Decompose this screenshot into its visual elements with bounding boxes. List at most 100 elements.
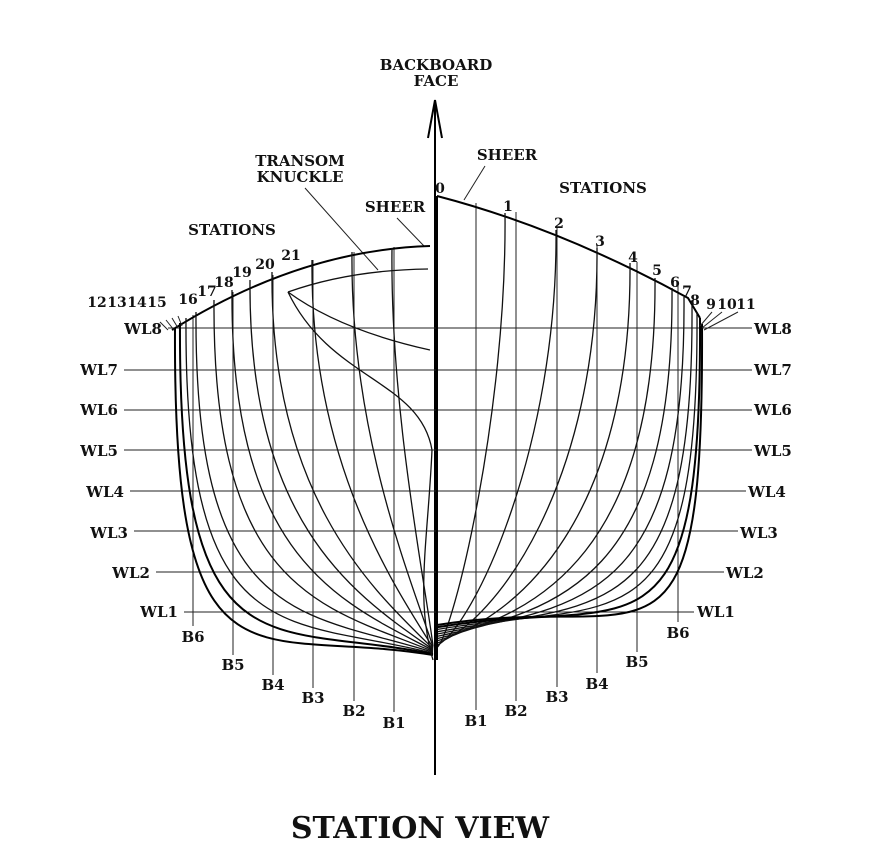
- station-number: 9: [706, 297, 716, 313]
- station-number: 18: [214, 275, 233, 291]
- leader-lines: [304, 165, 486, 271]
- waterline-labels-left: WL8 WL7 WL6 WL5 WL4 WL3 WL2 WL1: [79, 320, 178, 621]
- station-number: 12: [87, 295, 106, 311]
- waterline-labels-right: WL8 WL7 WL6 WL5 WL4 WL3 WL2 WL1: [696, 320, 792, 621]
- station-number: 16: [178, 292, 197, 308]
- station-curve-aft: [173, 327, 434, 656]
- wl-label-right: WL1: [696, 603, 735, 621]
- station-curve-aft: [213, 299, 434, 652]
- backboard-label-line1: BACKBOARD: [380, 56, 492, 74]
- station-curve-aft: [391, 247, 434, 646]
- station-curve-aft: [271, 271, 434, 650]
- sheer-line-aft: [171, 245, 431, 331]
- b-label-left: B5: [221, 656, 244, 674]
- b-label-right: B2: [504, 702, 527, 720]
- station-curve-fwd: [436, 323, 704, 626]
- station-curve-fwd: [436, 317, 702, 629]
- station-leader-tick: [177, 315, 183, 327]
- centerline: [427, 99, 443, 775]
- station-curve-fwd: [436, 212, 506, 649]
- wl-label-right: WL3: [739, 524, 778, 542]
- station-leader-tick: [703, 311, 739, 331]
- b-label-left: B4: [261, 676, 284, 694]
- transom-lower-line: [287, 291, 431, 351]
- station-leader-tick: [171, 317, 179, 329]
- b-label-left: B6: [181, 628, 204, 646]
- station-curve-aft: [311, 259, 434, 649]
- station-leader-tick: [701, 311, 723, 329]
- station-leader-tick: [699, 311, 713, 327]
- station-curve-fwd: [436, 304, 693, 633]
- wl-label-right: WL6: [753, 401, 792, 419]
- wl-label-right: WL4: [747, 483, 786, 501]
- diagram-title: STATION VIEW: [291, 811, 551, 846]
- transom-label-line2: KNUCKLE: [257, 168, 344, 186]
- station-leader-tick: [159, 321, 169, 331]
- station-curve-aft: [195, 311, 434, 653]
- station-number: 0: [435, 181, 445, 197]
- wl-label-left: WL2: [111, 564, 150, 582]
- b-label-left: B1: [382, 714, 405, 732]
- station-leader-tick: [165, 319, 175, 331]
- station-numbers-fwd: 0 1 2 3 4 5 6 7 8 9 10 11: [435, 181, 756, 313]
- station-number: 4: [628, 250, 638, 266]
- station-number: 17: [197, 284, 216, 300]
- station-number: 10: [717, 297, 737, 313]
- station-number: 2: [554, 216, 564, 232]
- sheer-line-fwd: [436, 195, 701, 319]
- transom-knuckle-line: [287, 268, 429, 293]
- station-number: 6: [670, 275, 680, 291]
- stations-label-right: STATIONS: [559, 179, 647, 197]
- sheer-label-right: SHEER: [477, 146, 538, 164]
- station-number: 3: [595, 234, 605, 250]
- stations-label-left: STATIONS: [188, 221, 276, 239]
- b-label-right: B3: [545, 688, 568, 706]
- wl-label-right: WL8: [753, 320, 792, 338]
- station-number: 5: [652, 263, 662, 279]
- wl-label-right: WL5: [753, 442, 792, 460]
- b-label-right: B1: [464, 712, 487, 730]
- station-number: 19: [232, 265, 251, 281]
- b-label-left: B3: [301, 689, 324, 707]
- station-curve-aft: [185, 317, 434, 654]
- station-curve-fwd: [436, 296, 685, 635]
- station-numbers-aft: 12 13 14 15 16 17 18 19 20 21: [87, 248, 300, 311]
- station-number: 11: [736, 297, 755, 313]
- backboard-label-line2: FACE: [414, 72, 459, 90]
- station-curve-fwd: [436, 262, 631, 642]
- wl-label-right: WL2: [725, 564, 764, 582]
- station-curve-fwd: [436, 229, 557, 647]
- station-curve-aft: [231, 289, 434, 652]
- b-label-left: B2: [342, 702, 365, 720]
- station-curve-aft: [351, 251, 434, 648]
- hull-section-curves: [159, 195, 739, 661]
- station-curve-fwd: [436, 277, 656, 640]
- wl-label-right: WL7: [753, 361, 792, 379]
- sheer-label-left: SHEER: [365, 198, 426, 216]
- station-number: 20: [255, 257, 275, 273]
- station-number: 15: [147, 295, 166, 311]
- b-label-right: B5: [625, 653, 648, 671]
- station-curve-aft: [178, 322, 434, 656]
- station-curve-aft: [249, 279, 434, 651]
- buttock-labels-left: B6 B5 B4 B3 B2 B1: [181, 628, 405, 732]
- station-number: 8: [690, 293, 700, 309]
- keel-line-aft: [423, 449, 434, 661]
- buttock-labels-right: B1 B2 B3 B4 B5 B6: [464, 624, 689, 730]
- wl-label-left: WL1: [139, 603, 178, 621]
- station-number: 13: [107, 295, 126, 311]
- station-number: 14: [127, 295, 147, 311]
- station-curve-fwd: [436, 247, 598, 644]
- b-label-right: B4: [585, 675, 608, 693]
- transom-label-line1: TRANSOM: [255, 152, 344, 170]
- wl-label-left: WL3: [89, 524, 128, 542]
- station-number: 7: [682, 284, 692, 300]
- wl-label-left: WL4: [85, 483, 124, 501]
- wl-label-left: WL5: [79, 442, 118, 460]
- station-number: 1: [503, 199, 513, 215]
- wl-label-left: WL7: [79, 361, 118, 379]
- b-label-right: B6: [666, 624, 689, 642]
- wl-label-left: WL8: [123, 320, 162, 338]
- wl-label-left: WL6: [79, 401, 118, 419]
